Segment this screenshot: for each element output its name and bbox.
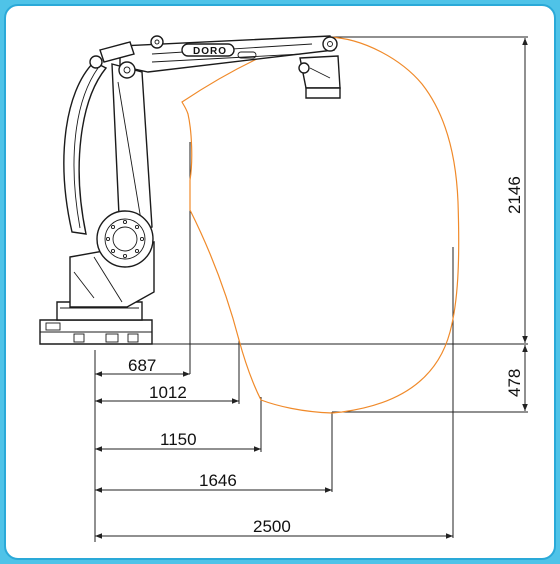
workspace-envelope xyxy=(181,36,460,414)
robot-lower-arm xyxy=(111,63,153,238)
link-joint-top xyxy=(150,35,164,49)
brand-plate xyxy=(181,43,235,57)
link-joint-back xyxy=(89,55,103,69)
wrist-joint xyxy=(322,36,338,52)
robot-parallel-link xyxy=(63,61,108,235)
label-1646: 1646 xyxy=(199,471,237,490)
robot-flange xyxy=(305,87,341,99)
label-2500: 2500 xyxy=(253,517,291,536)
label-687: 687 xyxy=(128,356,156,375)
label-478: 478 xyxy=(505,369,524,397)
robot-workspace-diagram: 687 1012 1150 1646 2500 2146 478 xyxy=(39,35,528,542)
brand-label: DORO xyxy=(193,46,227,57)
palletizing-robot: DORO xyxy=(39,35,341,345)
robot-elbow-link xyxy=(99,41,135,63)
diagram-panel: 687 1012 1150 1646 2500 2146 478 xyxy=(4,4,556,560)
label-2146: 2146 xyxy=(505,176,524,214)
elbow-joint xyxy=(118,61,136,79)
label-1150: 1150 xyxy=(160,430,197,449)
label-1012: 1012 xyxy=(149,383,187,402)
